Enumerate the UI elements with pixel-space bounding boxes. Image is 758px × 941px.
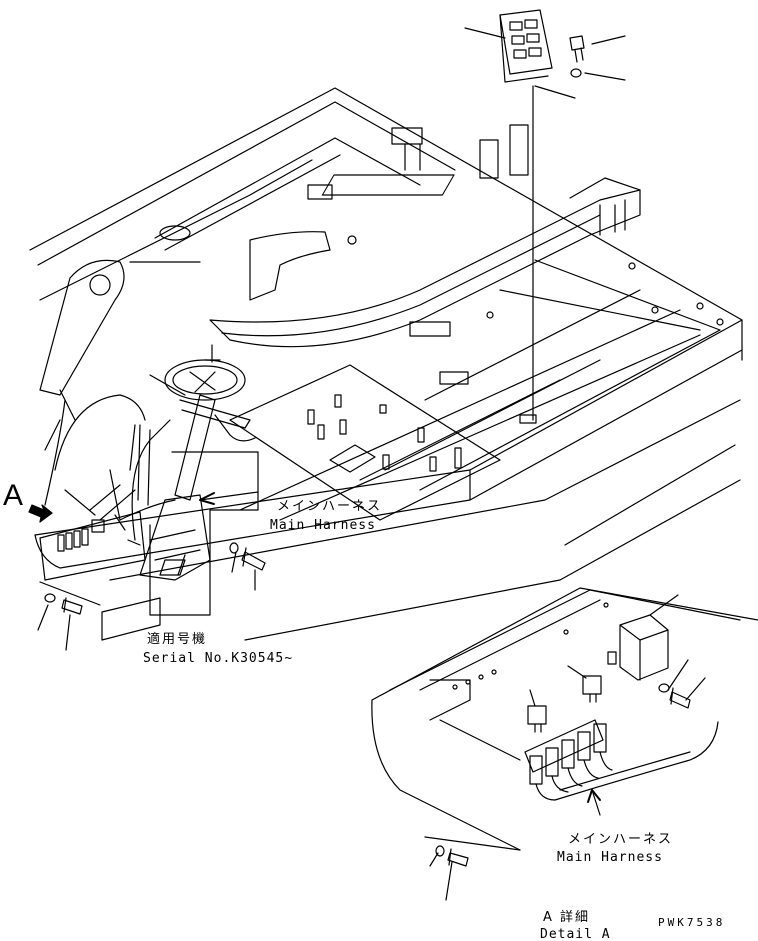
leader-lines (37, 374, 259, 651)
floor-plate (229, 364, 501, 521)
view-marker-a: A (3, 479, 24, 512)
view-a-arrow (28, 504, 53, 523)
detail-a-drawing (371, 587, 758, 901)
relay-bracket-top (464, 9, 626, 421)
machine-frame (29, 87, 743, 641)
console-box (39, 511, 146, 581)
detail-frames (39, 451, 259, 641)
detail-main-harness-label-en: Main Harness (557, 850, 663, 865)
operator-area (44, 394, 151, 521)
serial-number-label: Serial No.K30545~ (143, 651, 294, 666)
boom-arm (39, 177, 641, 396)
detail-a-title-jp: A 詳細 (543, 910, 591, 925)
detail-main-harness-label-jp: メインハーネス (568, 832, 674, 847)
steering-column (119, 344, 256, 581)
applicable-serial-label-jp: 適用号機 (147, 632, 208, 647)
main-harness-label-en: Main Harness (270, 518, 376, 533)
drawing-code: PWK7538 (658, 916, 726, 929)
main-harness-label-jp: メインハーネス (277, 499, 383, 514)
fasteners-main (44, 542, 266, 615)
deck-posts (159, 124, 724, 424)
detail-a-title-en: Detail A (540, 927, 611, 941)
